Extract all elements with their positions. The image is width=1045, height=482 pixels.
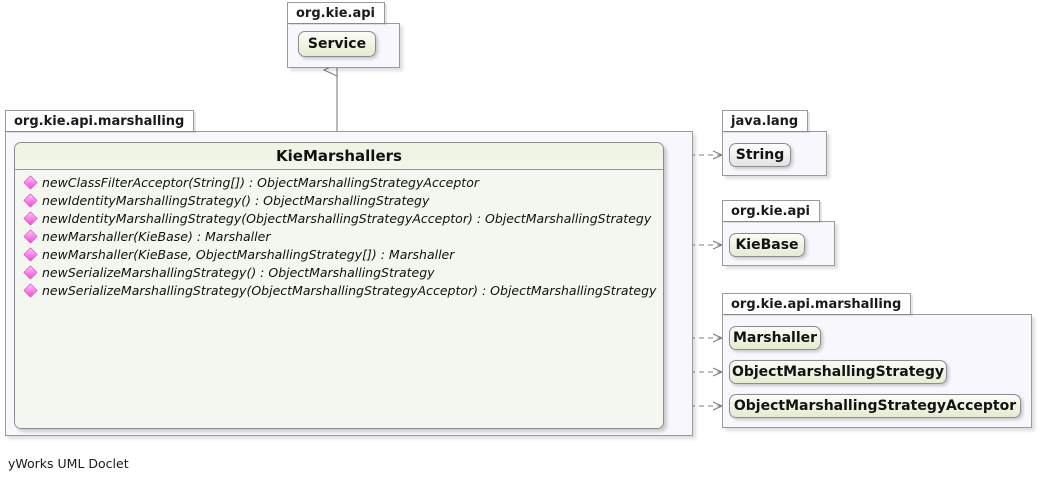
- class-node-kiebase[interactable]: KieBase: [729, 233, 805, 257]
- class-node-kiemarshallers[interactable]: KieMarshallers newClassFilterAcceptor(St…: [14, 142, 664, 429]
- class-node-service-label: Service: [307, 36, 367, 52]
- package-label-org-kie-api-marshalling-right: org.kie.api.marshalling: [722, 293, 912, 314]
- class-member-row[interactable]: newSerializeMarshallingStrategy(ObjectMa…: [15, 281, 663, 299]
- class-members-kiemarshallers: newClassFilterAcceptor(String[]) : Objec…: [15, 170, 663, 428]
- class-member-signature: newSerializeMarshallingStrategy() : Obje…: [42, 264, 435, 280]
- class-member-row[interactable]: newMarshaller(KieBase, ObjectMarshalling…: [15, 245, 663, 263]
- diagram-footer-label: yWorks UML Doclet: [8, 456, 129, 471]
- class-member-row[interactable]: newClassFilterAcceptor(String[]) : Objec…: [15, 173, 663, 191]
- class-node-objectmarshallingstrategy-label: ObjectMarshallingStrategy: [731, 364, 945, 380]
- static-method-icon: [23, 246, 38, 262]
- class-title-kiemarshallers: KieMarshallers: [15, 143, 663, 170]
- package-label-org-kie-api-right: org.kie.api: [722, 200, 820, 221]
- package-label-org-kie-api-marshalling-left: org.kie.api.marshalling: [5, 110, 195, 131]
- static-method-icon: [23, 192, 38, 208]
- class-member-row[interactable]: newSerializeMarshallingStrategy() : Obje…: [15, 263, 663, 281]
- package-java-lang: java.lang: [722, 110, 827, 176]
- class-member-signature: newMarshaller(KieBase) : Marshaller: [42, 228, 271, 244]
- class-member-row[interactable]: newIdentityMarshallingStrategy(ObjectMar…: [15, 209, 663, 227]
- class-member-signature: newIdentityMarshallingStrategy() : Objec…: [42, 192, 430, 208]
- class-member-signature: newMarshaller(KieBase, ObjectMarshalling…: [42, 246, 455, 262]
- class-node-string-label: String: [735, 147, 785, 163]
- static-method-icon: [23, 282, 38, 298]
- class-node-marshaller-label: Marshaller: [732, 330, 818, 346]
- class-node-service[interactable]: Service: [298, 31, 376, 57]
- class-node-objectmarshallingstrategyacceptor-label: ObjectMarshallingStrategyAcceptor: [733, 398, 1017, 414]
- static-method-icon: [23, 210, 38, 226]
- class-node-kiebase-label: KieBase: [735, 237, 799, 253]
- static-method-icon: [23, 228, 38, 244]
- package-label-java-lang: java.lang: [722, 110, 809, 131]
- class-node-string[interactable]: String: [729, 143, 791, 167]
- static-method-icon: [23, 264, 38, 280]
- class-member-signature: newIdentityMarshallingStrategy(ObjectMar…: [42, 210, 652, 226]
- class-member-signature: newClassFilterAcceptor(String[]) : Objec…: [42, 174, 479, 190]
- class-member-row[interactable]: newMarshaller(KieBase) : Marshaller: [15, 227, 663, 245]
- class-node-marshaller[interactable]: Marshaller: [729, 326, 821, 350]
- static-method-icon: [23, 174, 38, 190]
- class-node-objectmarshallingstrategyacceptor[interactable]: ObjectMarshallingStrategyAcceptor: [729, 394, 1021, 418]
- class-member-signature: newSerializeMarshallingStrategy(ObjectMa…: [42, 282, 657, 298]
- class-node-objectmarshallingstrategy[interactable]: ObjectMarshallingStrategy: [729, 360, 947, 384]
- package-label-org-kie-api-top: org.kie.api: [287, 2, 385, 23]
- class-member-row[interactable]: newIdentityMarshallingStrategy() : Objec…: [15, 191, 663, 209]
